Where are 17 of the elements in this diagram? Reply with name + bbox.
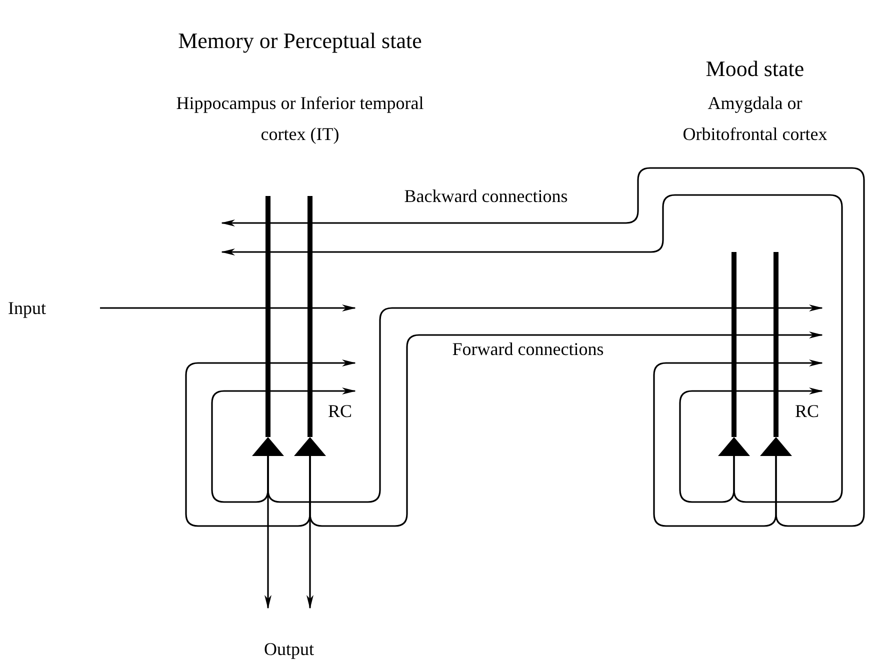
- region-label: Amygdala or Orbitofrontal cortex: [682, 92, 828, 146]
- region-label: Mood state: [704, 56, 806, 82]
- axon-arrow: [264, 456, 272, 609]
- region-label: Hippocampus or Inferior temporal cortex (IT): [175, 92, 425, 146]
- axon-arrow: [221, 167, 865, 527]
- axon-arrow: [185, 360, 356, 527]
- axon-arrow: [679, 388, 823, 503]
- axon-arrow: [306, 456, 314, 609]
- axon-arrow: [267, 304, 823, 503]
- axon-arrow: [211, 388, 356, 503]
- axon-arrow: [221, 194, 843, 503]
- region-label: Memory or Perceptual state: [177, 28, 423, 54]
- node-label: Output: [264, 638, 314, 660]
- axon-arrow: [100, 304, 356, 312]
- axon-arrow: [309, 332, 823, 527]
- axon-arrow: [653, 360, 823, 527]
- node-label: Input: [8, 297, 46, 319]
